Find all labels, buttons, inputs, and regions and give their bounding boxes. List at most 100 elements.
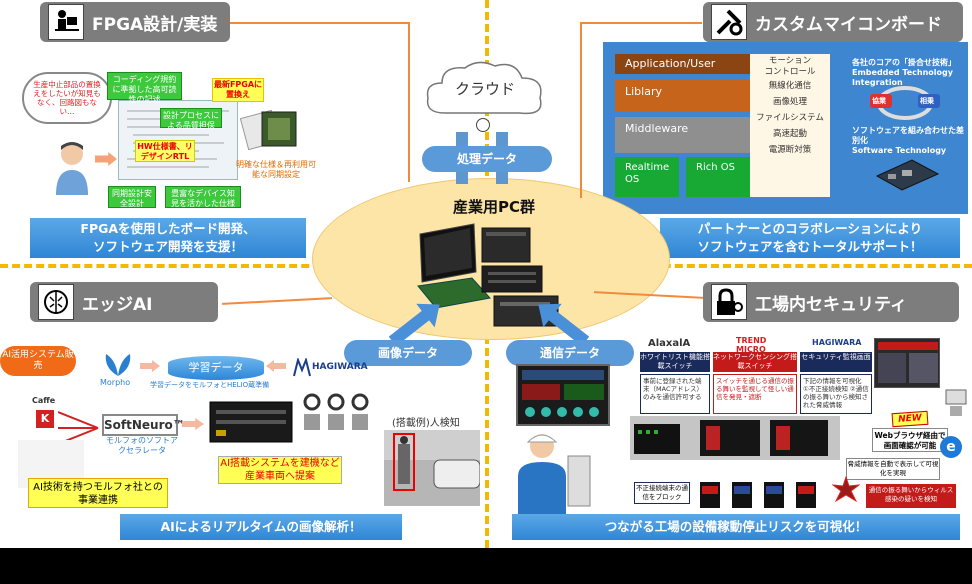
pc-group-title: 産業用PC群 xyxy=(452,198,535,216)
integration-text: 各社のコアの「掛合せ技術」 Embedded Technology Integr… xyxy=(852,58,964,88)
arrow-right-icon xyxy=(182,418,204,430)
cooperation-cycle-icon xyxy=(870,84,940,122)
image-data-pill: 画像データ xyxy=(344,340,472,366)
trendmicro-logo: TREND MICRO xyxy=(736,336,767,354)
hagiwara-text: HAGIWARA xyxy=(312,362,368,372)
custom-board-banner: パートナーとのコラボレーションにより ソフトウェアを含むトータルサポート！ xyxy=(660,218,960,258)
fpga-chip-image xyxy=(239,108,300,154)
layer-application: Application/User xyxy=(615,54,750,74)
feature-list: モーション コントロール 無線化通信 画像処理 ファイルシステム 高速起動 電源… xyxy=(750,54,830,197)
endpoint-pcs-image xyxy=(696,478,846,512)
layer-middleware: Middleware xyxy=(615,117,750,153)
keras-icon: K xyxy=(36,410,54,428)
ai-sales-badge: AI活用システム販売 xyxy=(0,346,76,376)
block-note: 不正接続端末の通信をブロック xyxy=(634,482,690,504)
software-tech-line2: Software Technology xyxy=(852,146,947,155)
arrow-left-icon xyxy=(266,360,286,372)
fpga-title: FPGA設計/実装 xyxy=(92,14,218,35)
network-sensing-header: ネットワークセンシング搭載スイッチ xyxy=(713,352,797,372)
design-process-text: 設計プロセスによる品質担保 xyxy=(163,111,219,130)
virus-detect-note: 通信の振る舞いからウィルス感染の疑いを検知 xyxy=(866,484,956,508)
feature-item: ファイルシステム xyxy=(756,113,824,123)
whitelist-desc: 事前に登録された端末（MACアドレス）のみを通信許可する xyxy=(640,374,710,414)
customer-thought-bubble: 生産中止部品の置換えをしたいが知見もなく、回路図もない… xyxy=(22,72,112,124)
device-knowledge-text: 豊富なデバイス知見を活かした仕様提案 xyxy=(171,189,235,218)
alaxala-logo: AlaxalA xyxy=(648,338,691,349)
morpho-logo xyxy=(100,350,136,378)
industrial-pc-image xyxy=(412,222,572,332)
switch-rack-image xyxy=(630,416,840,460)
edge-ai-banner: AIによるリアルタイムの画像解析！ xyxy=(120,514,402,540)
software-tech-text: ソフトウェアを組み合わせた差別化 Software Technology xyxy=(852,126,964,156)
threat-display-note: 脅威情報を自動で表示して可視化を実現 xyxy=(846,458,940,480)
pc-terminal-icon xyxy=(944,388,968,418)
desk-engineer-icon xyxy=(48,4,84,40)
learning-note: 学習データをモルフォとHELIO蔵準備 xyxy=(150,381,270,389)
hagiwara-logo: HAGIWARA xyxy=(812,338,862,347)
synergy-label: 相乗 xyxy=(920,97,934,105)
fpga-banner-line2: ソフトウェア開発を支援！ xyxy=(92,239,243,254)
clear-spec-text: 明確な仕様＆再利用可能な同期設定 xyxy=(236,160,316,179)
softneuro-box: SoftNeuro™ xyxy=(102,414,185,436)
hw-spec-text: HW仕様書、リデザインRTL xyxy=(137,142,193,161)
ai-partner-note: AI技術を持つモルフォ社との事業連携 xyxy=(28,478,168,508)
brain-icon xyxy=(38,284,74,320)
security-screen-image xyxy=(874,338,940,388)
footer-bar xyxy=(0,548,972,584)
layer-rich-os: Rich OS xyxy=(686,157,750,197)
factory-worker-image xyxy=(512,426,592,514)
board-image xyxy=(872,156,942,194)
integration-line2: Embedded Technology Integration xyxy=(852,68,953,87)
edge-ai-title-box: エッジAI xyxy=(30,282,218,322)
virus-icon xyxy=(831,475,861,504)
monitor-dashboard-image xyxy=(516,364,610,426)
person-detect-label: (搭載例)人検知 xyxy=(392,418,460,429)
security-monitor-header: セキュリティ監視画面 xyxy=(800,352,872,372)
cooperation-label: 協業 xyxy=(872,97,886,105)
caffe-label: Caffe xyxy=(32,396,56,405)
connector-line xyxy=(580,22,582,198)
network-sensing-desc: スイッチを通じる通信の振る舞いを監視して怪しい通信を発見・遮断 xyxy=(713,374,797,414)
connector-line xyxy=(408,22,410,182)
latest-fpga-label: 最新FPGAに置換え xyxy=(212,78,264,102)
feature-item: モーション xyxy=(768,56,812,66)
custom-board-title: カスタムマイコンボード xyxy=(755,14,942,35)
customer-concern-text: 生産中止部品の置換えをしたいが知見もなく、回路図もない… xyxy=(33,80,101,116)
coding-rule-bubble: コーディング規約に準拠した高可読性の記述 xyxy=(107,72,182,104)
custom-board-title-box: カスタムマイコンボード xyxy=(703,2,963,42)
new-badge: NEW xyxy=(891,410,929,428)
fpga-title-box: FPGA設計/実装 xyxy=(40,2,230,42)
customer-person-icon xyxy=(52,140,92,195)
sync-design-bubble: 同期設計安全設計 xyxy=(108,186,156,208)
fpga-banner: FPGAを使用したボード開発、 ソフトウェア開発を支援！ xyxy=(30,218,306,258)
connector-line xyxy=(580,22,702,24)
design-process-bubble: 設計プロセスによる品質担保 xyxy=(160,108,222,130)
feature-item: 電源断対策 xyxy=(768,145,812,155)
learning-data-cylinder: 学習データ xyxy=(168,356,264,380)
feature-item: 画像処理 xyxy=(772,97,807,107)
camera-array-image xyxy=(300,392,380,436)
security-title-box: 工場内セキュリティ xyxy=(703,282,959,322)
layer-realtime-os: Realtime OS xyxy=(615,157,679,197)
connector-line xyxy=(222,297,332,305)
pc-group-ellipse xyxy=(312,178,670,340)
arrow-right-icon xyxy=(140,360,160,372)
ai-install-note: AI搭載システムを建機など産業車両へ提案 xyxy=(218,456,342,484)
sync-design-text: 同期設計安全設計 xyxy=(112,189,152,208)
tools-icon xyxy=(711,4,747,40)
cloud-shape xyxy=(420,58,550,128)
coding-rule-text: コーディング規約に準拠した高可読性の記述 xyxy=(112,75,177,104)
feature-item: 高速起動 xyxy=(772,129,807,139)
arrow-right-icon xyxy=(95,152,117,166)
connector-line xyxy=(230,22,410,24)
cloud-label: クラウド xyxy=(454,80,515,98)
integration-line1: 各社のコアの「掛合せ技術」 xyxy=(852,58,956,67)
security-monitor-desc: 下記の情報を可視化 ①不正接続検知 ②通信の振る舞いから検知された脅威情報 xyxy=(800,374,872,414)
hagiwara-logo: HAGIWARA xyxy=(292,356,368,378)
security-banner: つながる工場の設備稼動停止リスクを可視化！ xyxy=(512,514,960,540)
security-title: 工場内セキュリティ xyxy=(755,294,907,315)
ie-browser-icon: e xyxy=(940,436,962,458)
softneuro-sub: モルフォのソフトアクセラレータ xyxy=(106,436,178,455)
processing-data-pill: 処理データ xyxy=(422,146,552,172)
edge-ai-title: エッジAI xyxy=(82,294,153,315)
